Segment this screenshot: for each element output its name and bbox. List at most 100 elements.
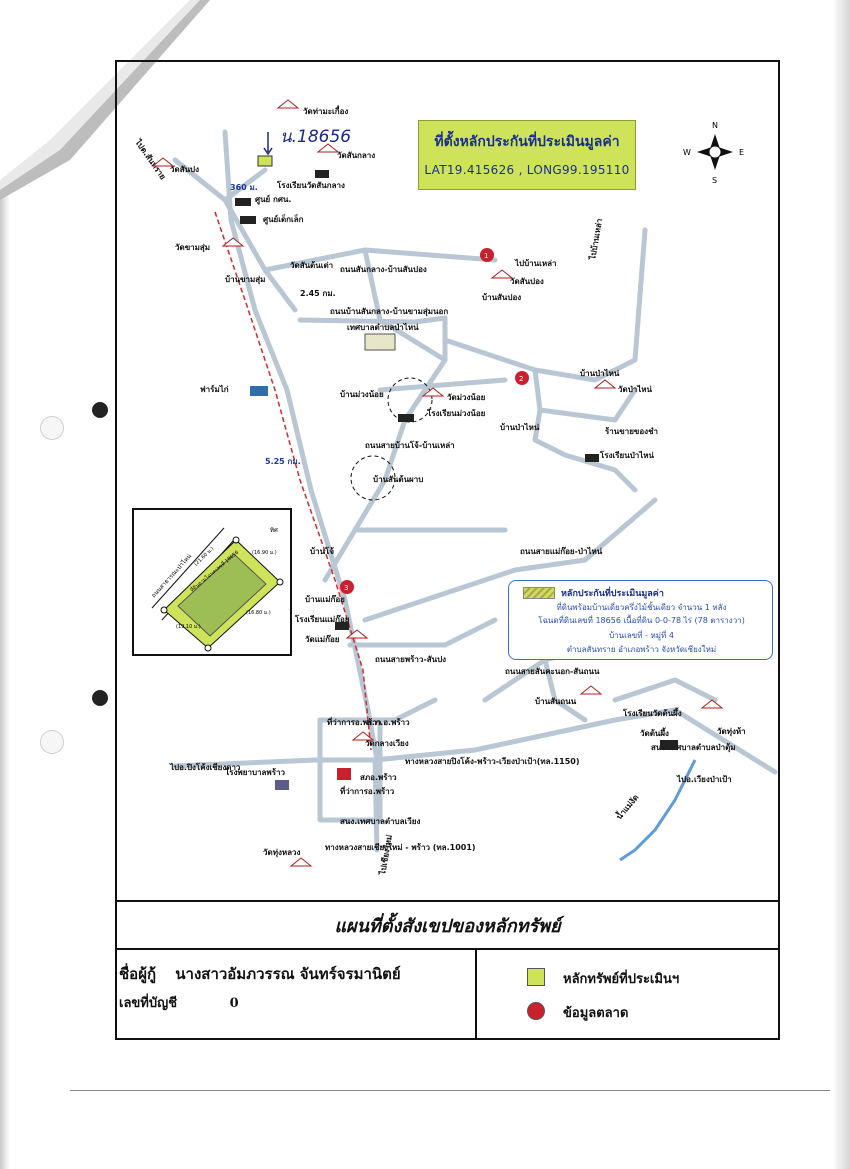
- map-label: น้ำแม่งัด: [613, 792, 640, 822]
- map-label: 2.45 กม.: [300, 289, 336, 298]
- compass-n: N: [712, 121, 718, 130]
- map-label: ถนนบ้านสันกลาง-บ้านขามสุ่มนอก: [330, 306, 448, 317]
- market-circle-icon: [527, 1002, 545, 1020]
- title-coordinates: LAT19.415626 , LONG99.195110: [424, 163, 630, 177]
- map-label: ส.ภ.อ.พร้าว: [367, 717, 410, 727]
- map-label: โรงเรียนวัดต้นผึ้ง: [622, 707, 682, 718]
- map-label: ถนนสายพร้าว-สันปง: [375, 654, 446, 664]
- map-label: บ้านขามสุ่ม: [225, 274, 265, 285]
- map-label: ฟาร์มไก่: [200, 384, 229, 394]
- asset-square-icon: [527, 968, 545, 986]
- map-label: วัดสันปง: [170, 165, 199, 174]
- zone-circle: [350, 455, 396, 501]
- map-label: วัดทุ่งห้า: [717, 726, 746, 737]
- map-label: ถนนสายสันคะนอก-สันถนน: [505, 667, 600, 676]
- asset-description-box: หลักประกันที่ประเมินมูลค่า ที่ดินพร้อมบ้…: [508, 580, 773, 660]
- building-icon: [660, 740, 678, 750]
- market-marker: [340, 580, 354, 594]
- road: [347, 617, 498, 648]
- building-icons: [235, 170, 678, 790]
- river: [619, 759, 697, 862]
- map-label: ถนนสายบ้านโจ้-บ้านเหล่า: [365, 440, 455, 450]
- info-row: ชื่อผู้กู้ นางสาวอัมภวรรณ จันทร์จรมานิตย…: [115, 950, 780, 1040]
- market-marker: [480, 248, 494, 262]
- asset-heading: หลักประกันที่ประเมินมูลค่า: [561, 589, 664, 599]
- temple-icon: [579, 685, 603, 695]
- map-label: วัดป่าไหน่: [618, 384, 653, 394]
- map-label: บ้านป่าไหน่: [580, 368, 620, 378]
- district-office-icon: [337, 768, 351, 780]
- road: [532, 367, 638, 493]
- map-label: วัดกลางเวียง: [365, 738, 409, 748]
- map-label: สภอ.พร้าว: [360, 772, 397, 782]
- map-label: วัดสันปอง: [510, 277, 544, 286]
- map-label: ร้านขายของชำ: [605, 426, 658, 436]
- road: [322, 315, 448, 583]
- map-label: ถนนสายแม่ก๊อย-ป่าไหน่: [520, 546, 603, 556]
- punch-hole: [92, 402, 108, 418]
- map-canvas: N S E W 1 2 3 น.18656 วัดท่ามะเกื๋อง วัด…: [133, 99, 778, 876]
- road: [222, 129, 380, 763]
- market-marker-label: 1: [484, 252, 488, 260]
- map-label: 360 ม.: [230, 183, 258, 192]
- road: [372, 757, 380, 853]
- temple-icon: [421, 387, 445, 397]
- map-label: ถนนสันกลาง-บ้านสันปอง: [340, 264, 427, 274]
- arrow-icon: [263, 132, 273, 156]
- map-label: วัดสันกลาง: [337, 151, 375, 160]
- map-label: ทางหลวงสายปิงโค้ง-พร้าว-เวียงป่าเป้า(ทล.…: [405, 756, 580, 766]
- map-label: ไปบ้านเหล่า: [587, 218, 604, 262]
- map-label: บ้านแม่ก๊อย: [305, 594, 345, 604]
- caption-text: แผนที่ตั้งสังเขปของหลักทรัพย์: [334, 915, 561, 937]
- map-label: เทศบาลตำบลป่าไหน่: [347, 322, 419, 332]
- compass-rose: N S E W: [683, 121, 744, 185]
- handwritten-label: น.18656: [280, 127, 351, 147]
- inset-n-label: ทิศ: [270, 527, 278, 534]
- building-icon: [235, 198, 251, 206]
- account-row: เลขที่บัญชี 0: [119, 992, 239, 1013]
- temple-icons: [151, 99, 724, 867]
- map-label: โรงเรียนวัดสันกลาง: [276, 180, 345, 190]
- road: [297, 315, 448, 325]
- map-label: วัดทุ่งหลวง: [263, 848, 301, 858]
- map-label: วัดขามสุ่ม: [175, 243, 210, 253]
- map-label: บ้านสันต้นผาบ: [373, 474, 423, 484]
- temple-icon: [316, 143, 340, 153]
- map-label: วัดสันต้นเต่า: [290, 260, 333, 270]
- inset-dim: (16.90 ม.): [252, 550, 277, 556]
- map-label: วัดแม่ก๊อย: [305, 634, 340, 644]
- map-legend: หลักทรัพย์ที่ประเมินฯ ข้อมูลตลาด: [477, 950, 780, 1040]
- map-label: ศูนย์เด็กเล็ก: [263, 213, 304, 225]
- building-icon: [315, 170, 329, 178]
- map-label: ศูนย์ กศน.: [255, 194, 291, 205]
- building-icon: [275, 780, 289, 790]
- map-label: ไปอ.ปิงโค้งเชียงดาว: [169, 762, 241, 772]
- road: [172, 707, 778, 775]
- temple-icon: [289, 857, 313, 867]
- map-label: ไปบ้านเหล่า: [514, 258, 557, 268]
- folded-corner: [0, 0, 210, 200]
- market-markers: 1 2 3: [340, 248, 529, 594]
- compass-e: E: [739, 148, 744, 157]
- legend-asset-label: หลักทรัพย์ที่ประเมินฯ: [563, 972, 680, 987]
- zone-circle: [387, 377, 433, 423]
- road: [317, 717, 383, 823]
- account-value: 0: [229, 996, 239, 1011]
- map-frame: [115, 60, 780, 1040]
- temple-icon: [345, 629, 369, 639]
- account-label: เลขที่บัญชี: [119, 996, 178, 1011]
- page-edge-left: [0, 0, 10, 1169]
- map-label: บ้านสันถนน: [535, 696, 577, 706]
- borrower-name-row: ชื่อผู้กู้ นางสาวอัมภวรรณ จันทร์จรมานิตย…: [119, 962, 401, 986]
- location-title-box: ที่ตั้งหลักประกันที่ประเมินมูลค่า LAT19.…: [418, 120, 636, 190]
- temple-icon: [221, 237, 245, 247]
- temple-icon: [351, 731, 375, 741]
- map-label: ที่ว่าการอ.พร้าว: [340, 785, 395, 796]
- map-label: 5.25 กม.: [265, 457, 301, 466]
- road: [317, 697, 438, 723]
- borrower-info: ชื่อผู้กู้ นางสาวอัมภวรรณ จันทร์จรมานิตย…: [115, 950, 477, 1040]
- market-marker: [515, 371, 529, 385]
- map-label: สนง.เทศบาลตำบลเวียง: [340, 816, 420, 826]
- map-label: บ้านป่าไหน่: [500, 422, 540, 432]
- punch-hole: [40, 416, 64, 440]
